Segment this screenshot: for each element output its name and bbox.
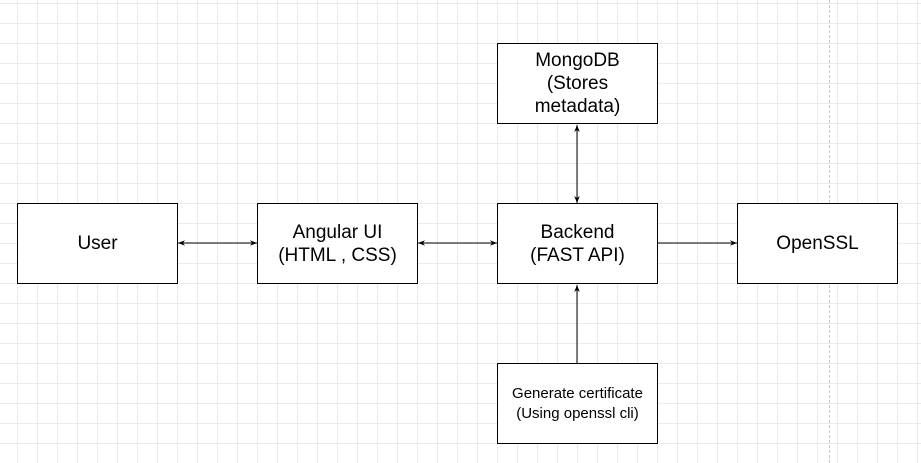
node-openssl[interactable]: OpenSSL — [737, 203, 898, 284]
node-angular-ui-label: Angular UI (HTML , CSS) — [278, 221, 397, 266]
node-user[interactable]: User — [17, 203, 178, 284]
node-generate-certificate-label: Generate certificate (Using openssl cli) — [512, 384, 643, 422]
node-user-label: User — [77, 233, 118, 254]
node-backend-label: Backend (FAST API) — [530, 221, 625, 266]
node-mongodb[interactable]: MongoDB (Stores metadata) — [497, 43, 658, 124]
node-backend[interactable]: Backend (FAST API) — [497, 203, 658, 284]
node-generate-certificate[interactable]: Generate certificate (Using openssl cli) — [497, 363, 658, 444]
node-openssl-label: OpenSSL — [776, 233, 859, 254]
node-mongodb-label: MongoDB (Stores metadata) — [534, 50, 621, 117]
node-angular-ui[interactable]: Angular UI (HTML , CSS) — [257, 203, 418, 284]
